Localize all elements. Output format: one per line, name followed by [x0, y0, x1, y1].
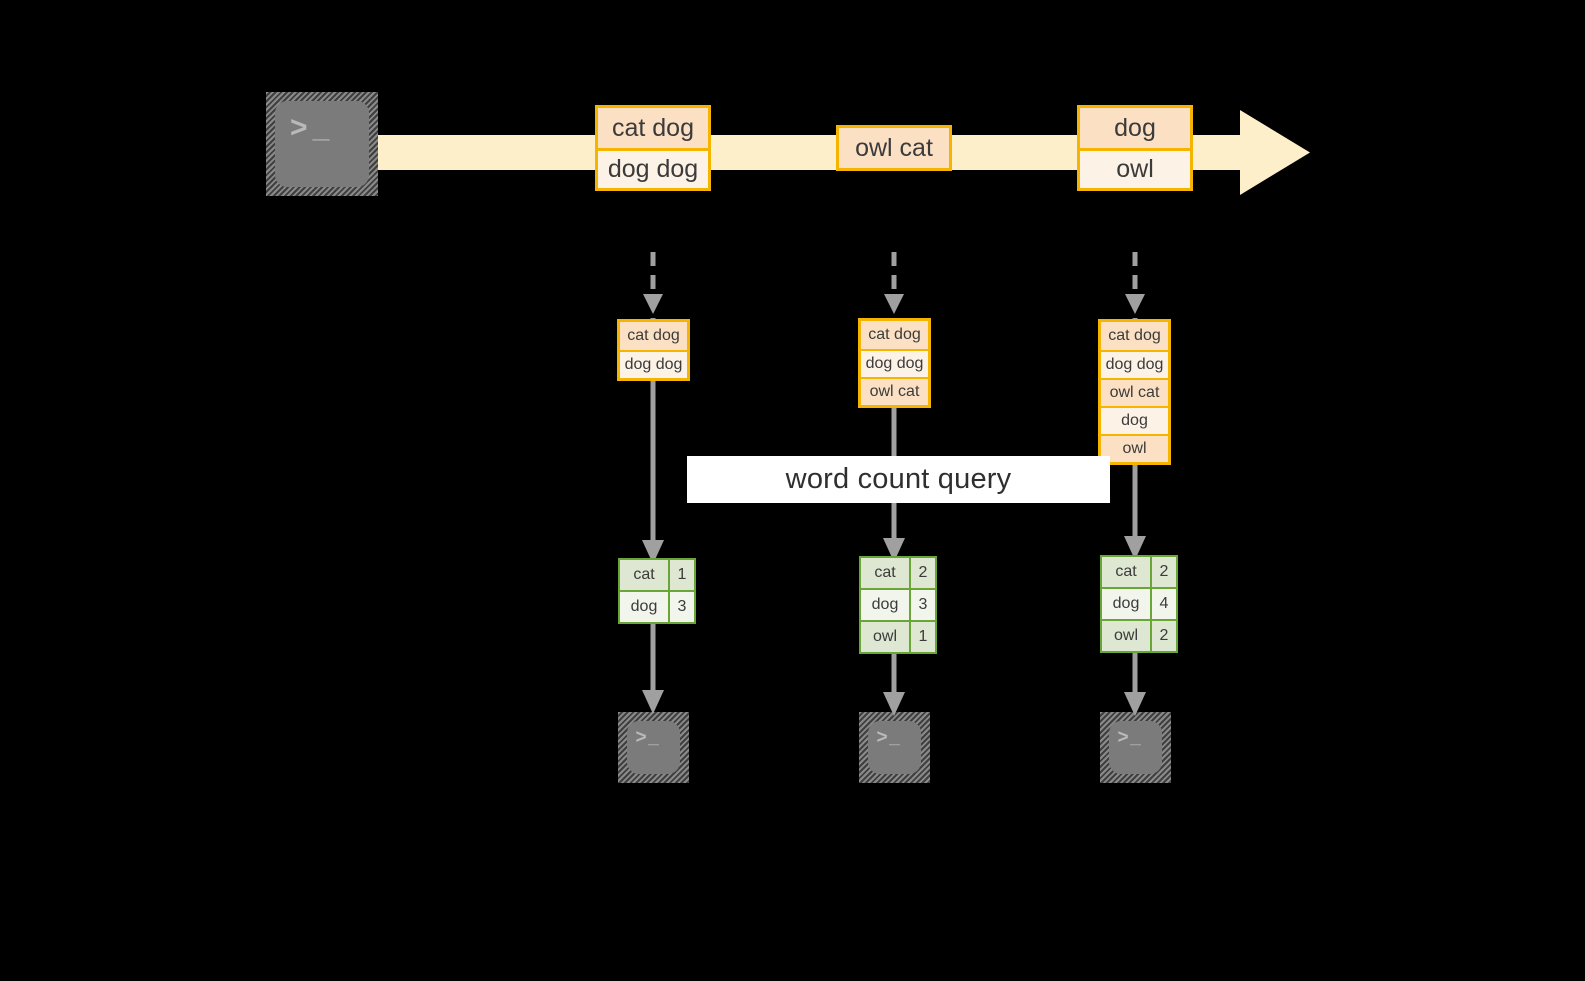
stream-batch-2-line: owl cat [839, 128, 949, 168]
terminal-screen: > _ [1109, 721, 1162, 774]
table-row: dog 3 [620, 590, 694, 622]
result-1-count: 3 [668, 592, 694, 622]
source-terminal-icon[interactable]: > _ [266, 92, 378, 196]
table-row: owl 1 [861, 620, 935, 652]
sink-terminal-3[interactable]: > _ [1100, 712, 1171, 783]
snapshot-2-line: dog dog [861, 349, 928, 377]
snapshot-2[interactable]: cat dog dog dog owl cat [858, 318, 931, 408]
result-3[interactable]: cat 2 dog 4 owl 2 [1100, 555, 1178, 653]
stream-batch-3-line: owl [1080, 148, 1190, 188]
stream-batch-1-line: cat dog [598, 108, 708, 148]
query-label-band: word count query [687, 456, 1110, 503]
terminal-chevron-icon: > [635, 727, 647, 749]
result-1-count: 1 [668, 560, 694, 590]
stream-batch-2[interactable]: owl cat [836, 125, 952, 171]
snapshot-3-line: dog dog [1101, 350, 1168, 378]
terminal-chevron-icon: > [876, 727, 888, 749]
result-2-count: 3 [909, 590, 935, 620]
snapshot-3-line: cat dog [1101, 322, 1168, 350]
result-1-word: cat [620, 560, 668, 590]
result-3-word: cat [1102, 557, 1150, 587]
snapshot-3-line: owl [1101, 434, 1168, 462]
snapshot-3[interactable]: cat dog dog dog owl cat dog owl [1098, 319, 1171, 465]
result-2-word: cat [861, 558, 909, 588]
terminal-chevron-icon: > [1117, 727, 1129, 749]
connector-stream-to-snapshot-1 [643, 252, 663, 314]
stream-batch-3-line: dog [1080, 108, 1190, 148]
connector-result-to-sink-2 [883, 648, 905, 716]
sink-terminal-2[interactable]: > _ [859, 712, 930, 783]
terminal-screen: > _ [275, 101, 369, 187]
result-3-count: 2 [1150, 621, 1176, 651]
table-row: cat 2 [861, 558, 935, 588]
snapshot-1-line: cat dog [620, 322, 687, 350]
terminal-underscore-icon: _ [312, 111, 330, 145]
terminal-chevron-icon: > [290, 111, 308, 145]
table-row: cat 2 [1102, 557, 1176, 587]
terminal-underscore-icon: _ [648, 727, 659, 749]
terminal-screen: > _ [868, 721, 921, 774]
connector-stream-to-snapshot-3 [1125, 252, 1145, 314]
connector-result-to-sink-1 [642, 618, 664, 714]
sink-terminal-1[interactable]: > _ [618, 712, 689, 783]
connector-result-to-sink-3 [1124, 648, 1146, 716]
stream-batch-3[interactable]: dog owl [1077, 105, 1193, 191]
snapshot-3-line: dog [1101, 406, 1168, 434]
stream-batch-1[interactable]: cat dog dog dog [595, 105, 711, 191]
snapshot-2-line: owl cat [861, 377, 928, 405]
result-2-count: 1 [909, 622, 935, 652]
stream-batch-1-line: dog dog [598, 148, 708, 188]
terminal-screen: > _ [627, 721, 680, 774]
table-row: dog 3 [861, 588, 935, 620]
result-2-count: 2 [909, 558, 935, 588]
terminal-underscore-icon: _ [889, 727, 900, 749]
query-label: word count query [785, 463, 1012, 495]
result-3-count: 4 [1150, 589, 1176, 619]
result-2[interactable]: cat 2 dog 3 owl 1 [859, 556, 937, 654]
result-1-word: dog [620, 592, 668, 622]
result-3-word: dog [1102, 589, 1150, 619]
result-1[interactable]: cat 1 dog 3 [618, 558, 696, 624]
snapshot-1[interactable]: cat dog dog dog [617, 319, 690, 381]
snapshot-3-line: owl cat [1101, 378, 1168, 406]
terminal-underscore-icon: _ [1130, 727, 1141, 749]
result-2-word: dog [861, 590, 909, 620]
result-3-word: owl [1102, 621, 1150, 651]
snapshot-1-line: dog dog [620, 350, 687, 378]
table-row: dog 4 [1102, 587, 1176, 619]
table-row: cat 1 [620, 560, 694, 590]
result-3-count: 2 [1150, 557, 1176, 587]
stream-arrow-icon [360, 110, 1310, 195]
table-row: owl 2 [1102, 619, 1176, 651]
snapshot-2-line: cat dog [861, 321, 928, 349]
result-2-word: owl [861, 622, 909, 652]
connector-stream-to-snapshot-2 [884, 252, 904, 314]
